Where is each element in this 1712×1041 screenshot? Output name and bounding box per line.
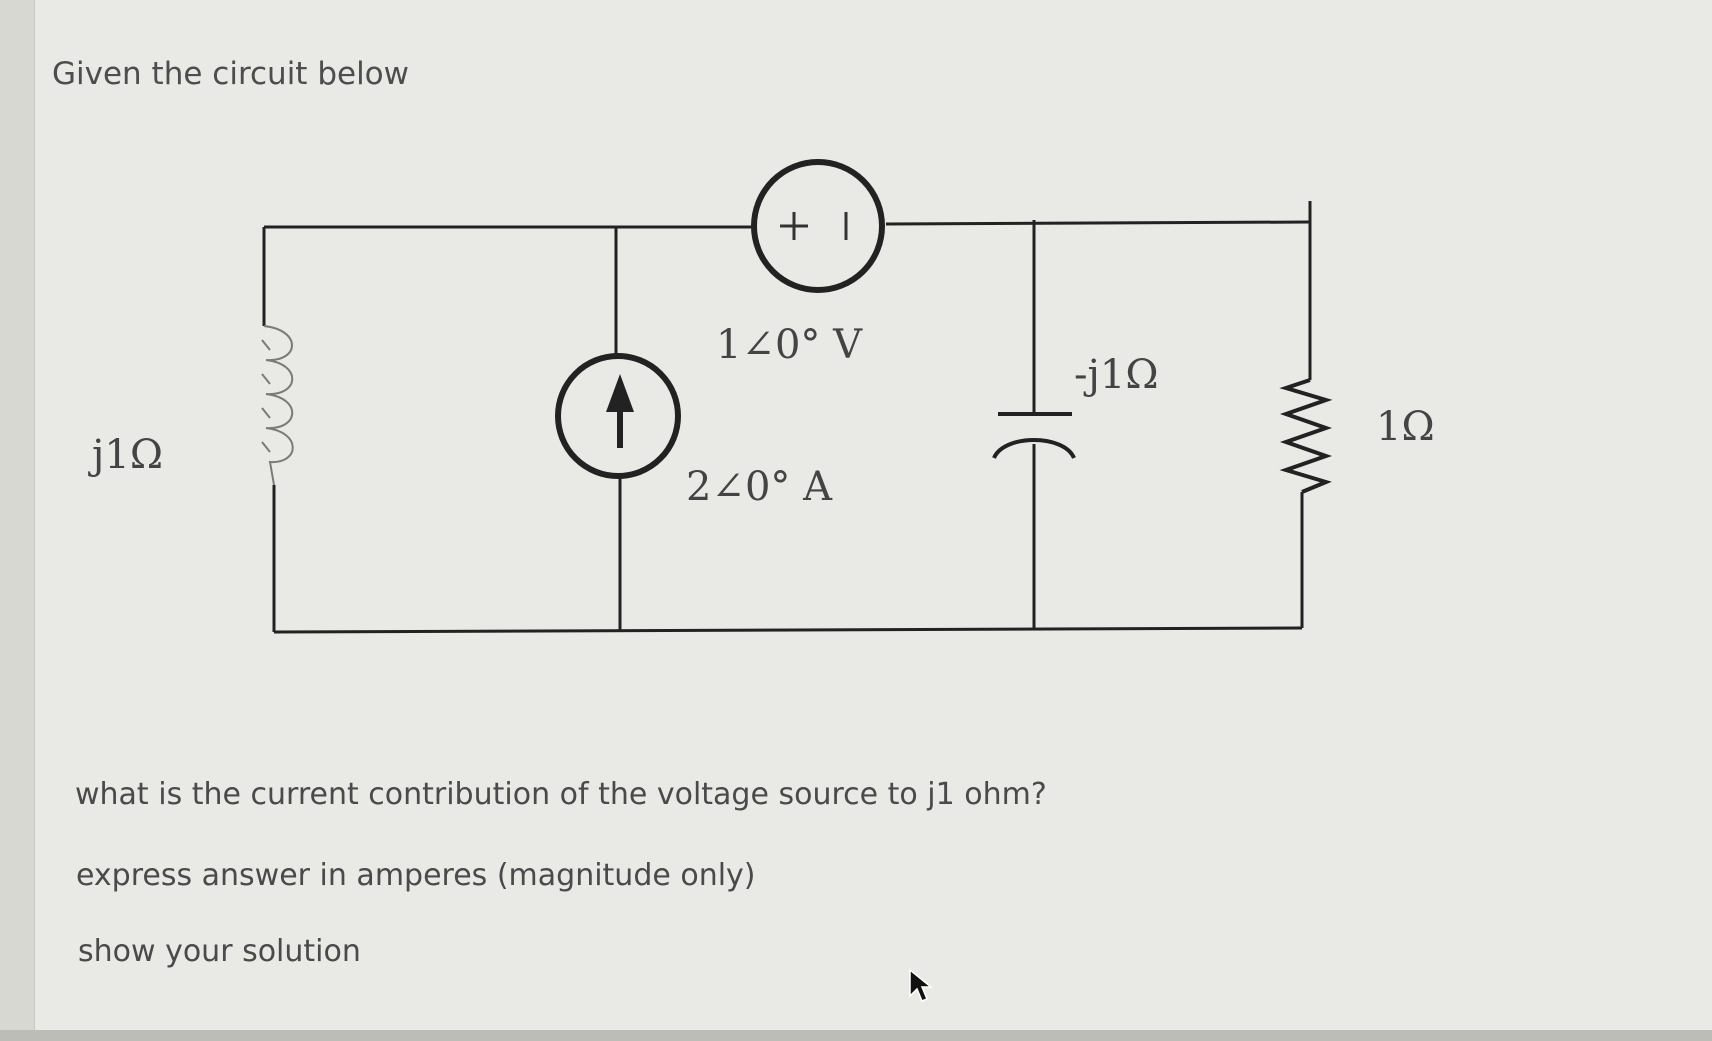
voltage-source-label: 1∠0° V bbox=[716, 322, 863, 368]
resistor-symbol bbox=[1279, 378, 1333, 494]
top-wire bbox=[264, 220, 1311, 229]
resistor-label: 1Ω bbox=[1376, 404, 1435, 450]
current-source-symbol bbox=[555, 353, 681, 479]
solution-request: show your solution bbox=[78, 934, 361, 969]
question-title: Given the circuit below bbox=[52, 56, 409, 92]
inductor-label: j1Ω bbox=[88, 432, 163, 478]
left-wire bbox=[262, 227, 276, 632]
screen-bottom-edge bbox=[0, 1030, 1712, 1041]
screen-bezel bbox=[0, 0, 35, 1041]
capacitor-label: -j1Ω bbox=[1074, 352, 1159, 398]
question-prompt: what is the current contribution of the … bbox=[75, 777, 1047, 812]
voltage-source-symbol bbox=[751, 159, 885, 293]
answer-instruction: express answer in amperes (magnitude onl… bbox=[76, 858, 756, 893]
current-source-wire bbox=[614, 227, 622, 632]
mouse-cursor-icon bbox=[909, 968, 934, 1002]
inductor-symbol bbox=[261, 325, 294, 486]
bottom-wire bbox=[273, 626, 1303, 634]
current-source-label: 2∠0° A bbox=[686, 464, 833, 510]
capacitor-symbol bbox=[992, 412, 1076, 460]
